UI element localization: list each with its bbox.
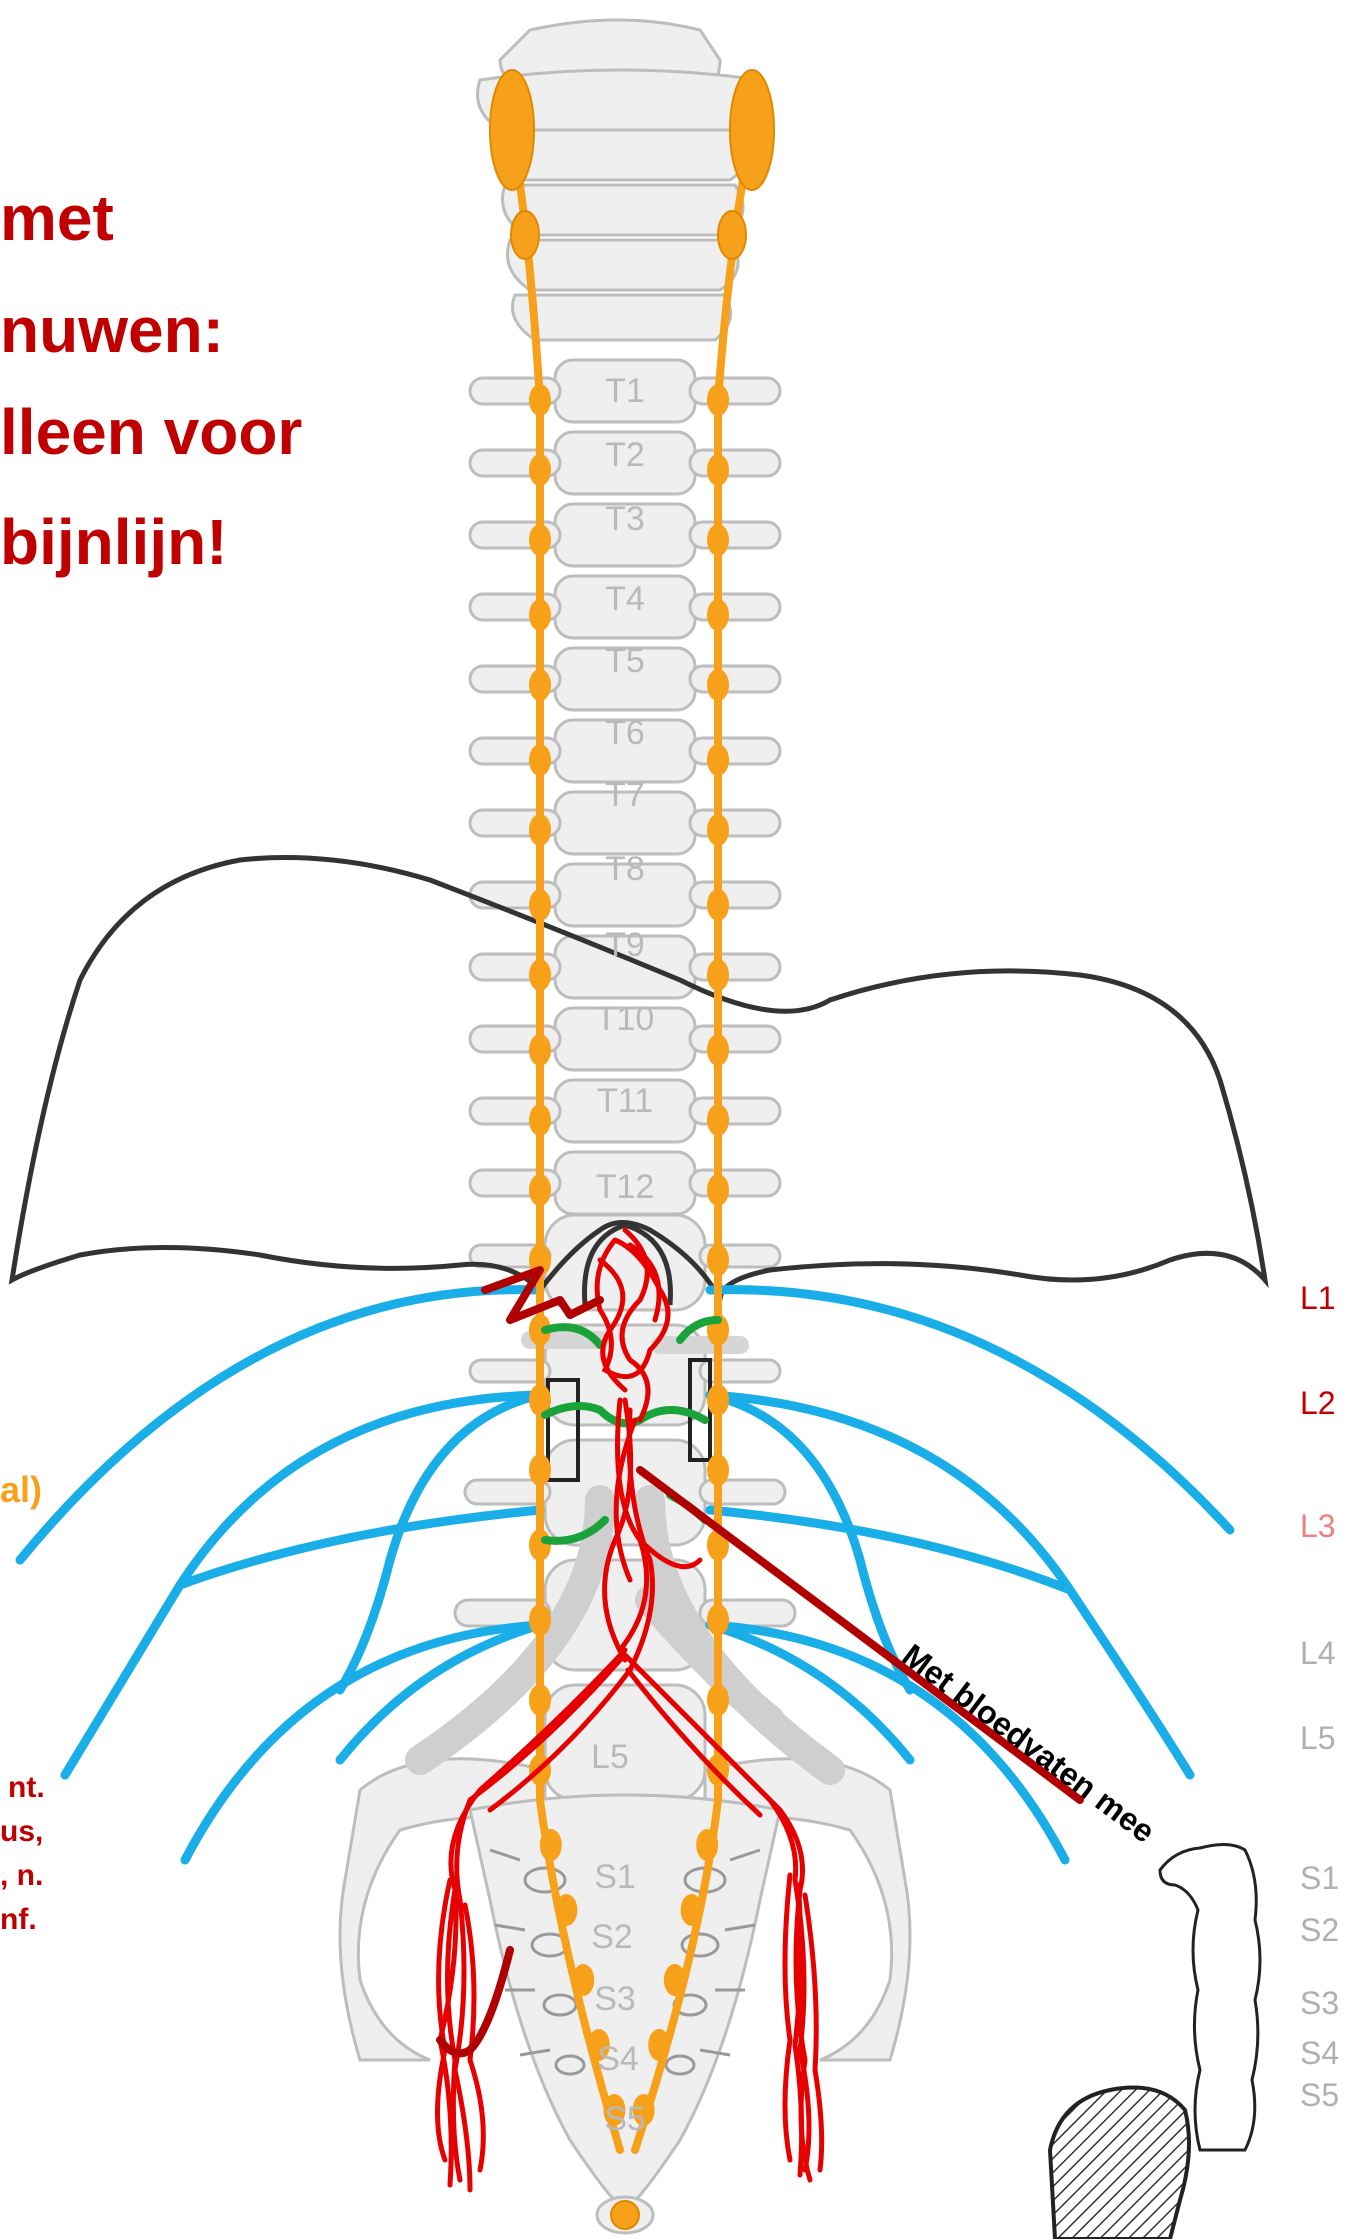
ganglion-right [707,889,729,921]
vertebra-label-T8: T8 [605,850,645,888]
segment-L5: L5 [1300,1720,1336,1757]
segment-L3: L3 [1300,1508,1336,1545]
ganglion-left [529,524,551,556]
ganglion-right [707,1684,729,1716]
vertebra-label-T4: T4 [605,580,645,618]
ganglion-right [707,1454,729,1486]
ganglion-left [529,1034,551,1066]
vertebra-label-T3: T3 [605,500,645,538]
vertebra-label-T5: T5 [605,642,645,680]
segment-L1: L1 [1300,1280,1336,1317]
ganglion-right [707,1174,729,1206]
ganglion-right [707,1244,729,1276]
vertebra-label-T9: T9 [605,926,645,964]
transverse-process-right [690,810,780,836]
ganglion-left [529,384,551,416]
ganglion-right [664,1964,686,1996]
ganglion-left [529,1454,551,1486]
ganglion-left [529,1604,551,1636]
transverse-process-right [690,1098,780,1124]
transverse-process-right [690,1026,780,1052]
segment-L2: L2 [1300,1385,1336,1422]
ganglion-left [555,1894,577,1926]
ganglion-right [707,669,729,701]
ganglion-right [681,1894,703,1926]
ganglion-right [696,1829,718,1861]
vertebra-label-T10: T10 [596,1000,655,1038]
vertebra-label-T12: T12 [596,1168,655,1206]
transverse-process-right [690,882,780,908]
transverse-process-right [690,954,780,980]
segment-S3: S3 [1300,1985,1339,2022]
vertebra-label-L5: L5 [591,1738,629,1776]
vertebra-label-T11: T11 [597,1082,653,1120]
ganglion-right [707,744,729,776]
ganglion-left [529,599,551,631]
ganglion-right [707,1384,729,1416]
ganglion-left [540,1829,562,1861]
ganglion-left [572,1964,594,1996]
vertebra-label-S2: S2 [591,1918,633,1956]
vertebra-label-T1: T1 [605,372,645,410]
segment-S5: S5 [1300,2077,1339,2114]
vertebra-label-T2: T2 [605,436,645,474]
segment-S2: S2 [1300,1912,1339,1949]
transverse-process-right [690,594,780,620]
ganglion-right [707,454,729,486]
ganglion-right [707,1604,729,1636]
segment-L4: L4 [1300,1635,1336,1672]
transverse-process-right [690,378,780,404]
ganglion-left [529,744,551,776]
ganglion-left [529,454,551,486]
vertebra-label-T7: T7 [605,776,645,814]
ganglion-left [529,1104,551,1136]
vertebra-label-S4: S4 [597,2040,639,2078]
transverse-process-right [690,522,780,548]
vertebra-label-S3: S3 [594,1980,636,2018]
rectum-icon [1050,2088,1189,2239]
ganglion-left [529,814,551,846]
ganglion-right [707,959,729,991]
ganglion-left [529,889,551,921]
transverse-process-right [690,666,780,692]
ganglion-right [648,2029,670,2061]
ganglion-left [529,959,551,991]
transverse-process-right [690,450,780,476]
vertebra-label-T6: T6 [605,714,645,752]
vertebra-label-S1: S1 [594,1858,636,1896]
ganglion-right [707,599,729,631]
ganglion-left [529,1174,551,1206]
ganglion-right [707,1104,729,1136]
ganglion-left [529,1529,551,1561]
segment-S1: S1 [1300,1860,1339,1897]
ganglion-right [707,384,729,416]
ganglion-right [707,524,729,556]
ganglion-right [707,1034,729,1066]
transverse-process-right [690,1170,780,1196]
ganglion-left [529,1684,551,1716]
ganglion-right [707,814,729,846]
segment-S4: S4 [1300,2035,1339,2072]
vertebra-label-S5: S5 [604,2100,646,2138]
transverse-process-right [690,738,780,764]
ganglion-left [529,669,551,701]
